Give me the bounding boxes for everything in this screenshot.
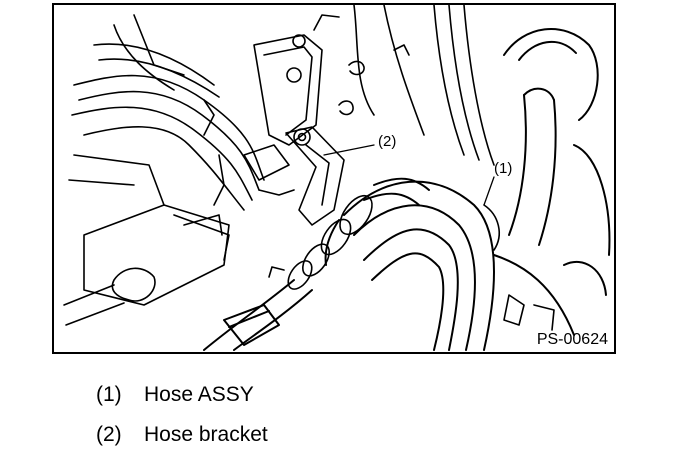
connector <box>63 154 230 326</box>
body-panel <box>338 5 555 331</box>
callout-hose-assembly: (1) <box>494 160 513 177</box>
legend-number: (2) <box>96 423 122 446</box>
hose-assembly <box>324 177 495 351</box>
hose-couplings <box>268 194 373 290</box>
legend-number: (1) <box>96 383 122 406</box>
legend-label: Hose bracket <box>144 423 268 446</box>
hose-bracket <box>285 126 345 226</box>
brake-pipe-bundle <box>71 14 295 211</box>
callout-hose-bracket: (2) <box>378 133 397 150</box>
engine-bay-line-drawing <box>63 5 611 351</box>
figure-id-label: PS-00624 <box>536 331 608 348</box>
mounting-bracket <box>213 14 340 206</box>
technical-illustration: (2) (1) PS-00624 <box>52 3 616 354</box>
legend-item-hose-bracket: (2) Hose bracket <box>96 423 268 447</box>
legend-item-hose-assembly: (1) Hose ASSY <box>96 383 254 407</box>
lower-hoses <box>203 279 313 351</box>
legend-label: Hose ASSY <box>144 383 254 406</box>
air-duct <box>493 28 611 336</box>
leader-lines <box>323 144 495 206</box>
